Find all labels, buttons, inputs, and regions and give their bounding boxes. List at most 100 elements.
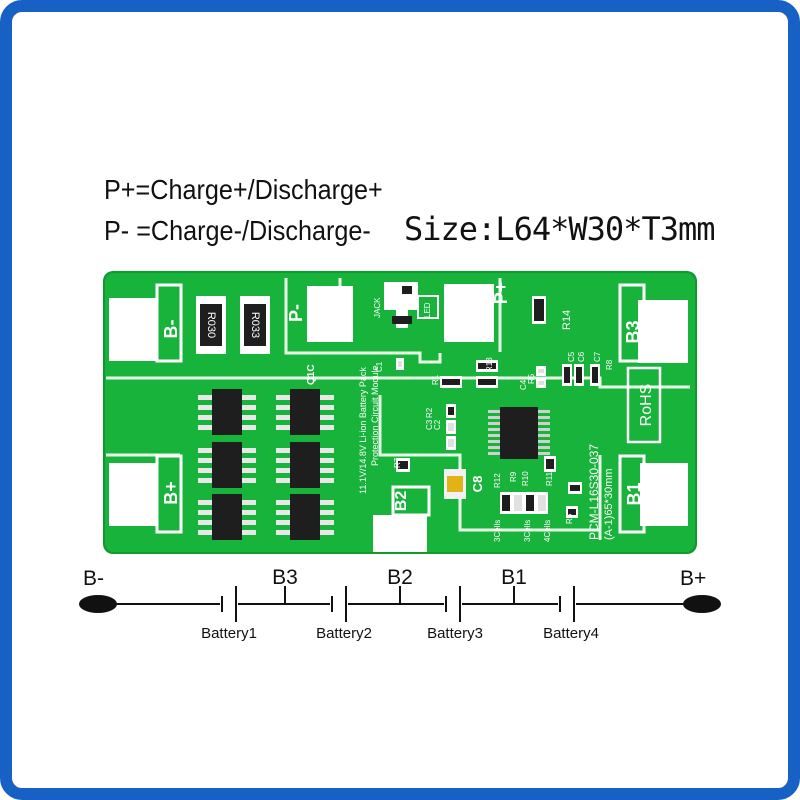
smd-part [446,420,456,434]
svg-text:R7: R7 [393,457,402,468]
component-labels: Q1C JACK LED R14 R1 R13 C1 C4 R5 C5 C6 C… [306,297,614,542]
schematic-tap-b3: B3 [272,566,298,589]
svg-text:R13: R13 [485,357,494,372]
mosfet-chip [276,389,334,435]
smd-part [562,364,572,386]
pad-label-p-minus: P- [286,304,306,322]
smd-components [396,296,600,518]
svg-text:3Cells: 3Cells [493,520,502,542]
smd-part [536,378,546,388]
svg-text:C8: C8 [470,476,485,493]
sense-resistor-1: R030 [196,296,226,354]
board-revision: (A-1)65*30mm [603,468,615,540]
pad-label-b1: B1 [624,482,644,505]
pcm-diagram: B- B+ B3 B1 B2 P- P+ [79,271,721,642]
svg-text:C3: C3 [425,419,434,430]
smd-part [446,436,456,450]
pad-label-b-minus: B- [161,320,181,339]
svg-text:R030: R030 [205,312,217,338]
pad-label-b3: B3 [623,320,643,343]
pad-b-plus: B+ [109,454,183,534]
pad-label-p-plus: P+ [491,282,511,305]
smd-part [568,482,582,494]
battery-schematic [90,586,706,622]
smd-part [440,376,462,388]
smd-part [500,492,512,514]
board-text-description1: 11.1V/14.8V Li-ion Battery Pack [358,367,368,494]
pad-label-b-plus: B+ [161,481,181,505]
pad-p-minus: P- [286,286,353,342]
pad-b1: B1 [618,454,688,534]
schematic-tap-b2: B2 [387,566,413,589]
battery-label-4: Battery4 [543,625,599,642]
svg-text:3Cells: 3Cells [523,520,532,542]
sense-resistor-2: R033 [240,296,270,354]
mosfet-chip [276,494,334,540]
board-text-description2: Protection Circuit Module [370,365,380,466]
svg-text:R8: R8 [605,359,614,370]
pad-b3: B3 [618,283,688,363]
terminal-b-plus [683,595,721,613]
pad-label-b2: B2 [393,491,410,512]
rohs-mark: RoHS [626,366,662,444]
smd-part [396,358,404,370]
svg-text:C4: C4 [519,379,528,390]
pad-b-minus: B- [109,283,183,363]
capacitor-c8: C8 [444,469,485,499]
svg-text:C5: C5 [567,351,576,362]
board-model: PCM-L16S30-037 [587,444,601,540]
smd-part [476,376,498,388]
battery-label-1: Battery1 [201,625,257,642]
schematic-label-b-plus: B+ [680,567,706,590]
pad-b2: B2 [373,485,431,552]
smd-part [536,366,546,376]
smd-part [532,296,546,324]
svg-text:C1: C1 [375,361,384,372]
jack-pad [384,282,439,328]
svg-text:R033: R033 [249,312,261,338]
smd-part [574,364,584,386]
smd-part [566,506,578,518]
schematic-label-b-minus: B- [83,567,104,590]
svg-text:R9: R9 [509,471,518,482]
mosfet-chip [198,389,256,435]
svg-text:LED: LED [423,302,432,318]
mosfet-chip [198,494,256,540]
smd-part [476,360,498,372]
smd-part [536,492,548,514]
svg-text:R5: R5 [527,373,536,384]
pad-p-plus: P+ [444,282,511,342]
mosfet-chip [276,442,334,488]
svg-text:JACK: JACK [373,297,382,318]
svg-text:R2: R2 [425,407,434,418]
controller-ic [488,407,550,459]
battery-label-2: Battery2 [316,625,372,642]
mosfet-array [198,389,334,540]
annotation-pminus: P- =Charge-/Discharge- [104,215,371,246]
smd-part [544,456,556,472]
smd-part [524,492,536,514]
smd-part [396,458,410,472]
smd-part [446,404,456,418]
smd-part [590,364,600,386]
svg-text:Q1C: Q1C [306,364,317,385]
battery-label-3: Battery3 [427,625,483,642]
svg-text:C2: C2 [433,419,442,430]
svg-text:R11: R11 [545,471,554,486]
svg-text:R1: R1 [431,374,440,385]
svg-text:R12: R12 [493,473,502,488]
terminal-b-minus [79,595,117,613]
annotation-size: Size:L64*W30*T3mm [404,210,716,248]
svg-text:C6: C6 [577,351,586,362]
mosfet-chip [198,442,256,488]
svg-text:4Cells: 4Cells [543,520,552,542]
annotation-pplus: P+=Charge+/Discharge+ [104,174,383,205]
svg-text:R14: R14 [561,310,573,330]
svg-text:R10: R10 [521,471,530,486]
svg-text:R6: R6 [565,513,574,524]
schematic-tap-b1: B1 [501,566,527,589]
svg-text:C7: C7 [593,351,602,362]
smd-part [512,492,524,514]
svg-text:RoHS: RoHS [638,384,655,427]
